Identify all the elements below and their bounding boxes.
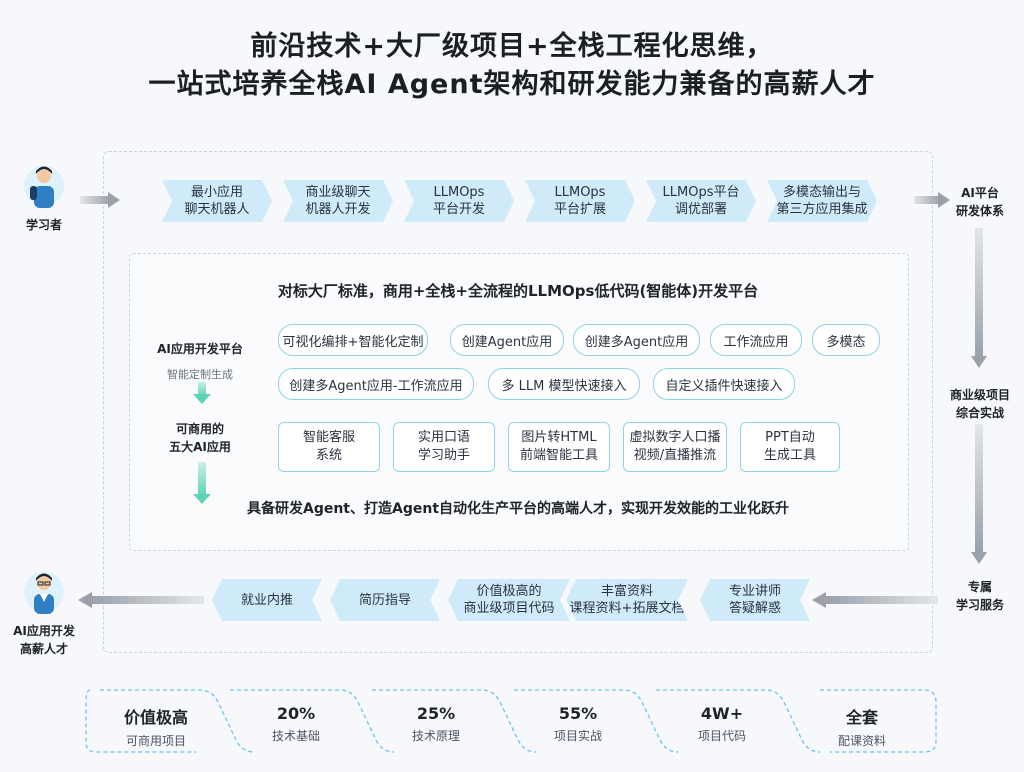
service-step-box: 专业讲师 答疑解惑 (700, 579, 810, 621)
platform-footer: 具备研发Agent、打造Agent自动化生产平台的高端人才，实现开发效能的工业化… (246, 501, 790, 517)
stat-item: 4W+ 项目代码 (650, 690, 794, 756)
feature-pill: 创建多Agent应用 (573, 324, 700, 356)
feature-pill: 创建Agent应用 (450, 324, 564, 356)
arrow-shaft (975, 228, 983, 358)
right-label-service: 专属 学习服务 (955, 580, 1004, 612)
stat-value: 25% (416, 704, 456, 723)
stat-item: 价值极高可商用项目 (84, 690, 228, 756)
app-card: 实用口语 学习助手 (393, 422, 495, 472)
feature-pill: 可视化编排+智能化定制 (278, 324, 428, 356)
arrow-head (938, 192, 950, 208)
platform-title: 对标大厂标准，商用+全栈+全流程的LLMOps低代码(智能体)开发平台 (277, 282, 759, 300)
right-label-project: 商业级项目 综合实战 (949, 388, 1010, 420)
app-card: 虚拟数字人口播 视频/直播推流 (623, 422, 727, 472)
step-box: LLMOps 平台扩展 (525, 180, 635, 222)
arrow-head (812, 592, 826, 608)
step-box: 商业级聊天 机器人开发 (283, 180, 393, 222)
app-card: 智能客服 系统 (278, 422, 380, 472)
stat-label: 项目代码 (697, 729, 746, 743)
arrow-shaft (975, 424, 983, 552)
arrow-head (78, 592, 92, 608)
feature-pill: 工作流应用 (710, 324, 802, 356)
stat-item: 全套配课资料 (790, 690, 934, 756)
learner-avatar-icon (22, 160, 66, 212)
stat-value: 全套 (845, 708, 878, 727)
title-line-1: 前沿技术+大厂级项目+全栈工程化思维， (250, 31, 774, 62)
stat-item: 25% 技术原理 (364, 690, 508, 756)
arrow-head (971, 356, 987, 368)
stats-dashed-connector (85, 689, 937, 753)
right-label-platform: AI平台 研发体系 (955, 186, 1004, 218)
left-label-apps: 可商用的 五大AI应用 (169, 422, 231, 454)
arrow-head (193, 394, 211, 404)
arrow-shaft (914, 196, 940, 204)
app-card: 图片转HTML 前端智能工具 (508, 422, 610, 472)
arrow-shaft (198, 462, 206, 496)
left-label-platform: AI应用开发平台 (157, 342, 243, 356)
service-step-box: 就业内推 (212, 579, 322, 621)
service-step-box: 简历指导 (330, 579, 440, 621)
arrow-head (971, 552, 987, 564)
arrow-shaft (80, 196, 110, 204)
arrow-head (193, 494, 211, 504)
feature-pill: 自定义插件快速接入 (653, 368, 795, 400)
stat-item: 55% 项目实战 (506, 690, 650, 756)
arrow-shaft (198, 382, 206, 396)
feature-pill: 多模态 (812, 324, 880, 356)
service-step-box: 丰富资料 课程资料+拓展文档 (566, 579, 688, 621)
arrow-shaft (826, 596, 938, 604)
stat-label: 配课资料 (837, 734, 886, 748)
stat-label: 项目实战 (553, 729, 602, 743)
step-box: 多模态输出与 第三方应用集成 (767, 180, 877, 222)
arrow-head (108, 192, 120, 208)
stat-value: 20% (276, 704, 316, 723)
stat-value: 价值极高 (123, 708, 188, 727)
step-box: LLMOps平台 调优部署 (646, 180, 756, 222)
stat-label: 技术基础 (271, 729, 320, 743)
stat-label: 技术原理 (411, 729, 460, 743)
feature-pill: 创建多Agent应用-工作流应用 (278, 368, 474, 400)
stat-item: 20% 技术基础 (224, 690, 368, 756)
talent-label: AI应用开发 高薪人才 (13, 624, 75, 656)
talent-avatar-icon (22, 566, 66, 618)
step-box: LLMOps 平台开发 (404, 180, 514, 222)
service-step-box: 价值极高的 商业级项目代码 (448, 579, 570, 621)
stat-label: 可商用项目 (125, 734, 186, 748)
arrow-shaft (92, 596, 204, 604)
learner-label: 学习者 (25, 218, 62, 232)
title-line-2: 一站式培养全栈AI Agent架构和研发能力兼备的高薪人才 (148, 69, 876, 100)
left-sub-platform: 智能定制生成 (167, 368, 233, 381)
outer-frame (103, 151, 933, 653)
feature-pill: 多 LLM 模型快速接入 (488, 368, 640, 400)
platform-frame (129, 253, 909, 551)
stat-value: 4W+ (700, 704, 744, 723)
stat-value: 55% (558, 704, 598, 723)
step-box: 最小应用 聊天机器人 (162, 180, 272, 222)
app-card: PPT自动 生成工具 (740, 422, 840, 472)
